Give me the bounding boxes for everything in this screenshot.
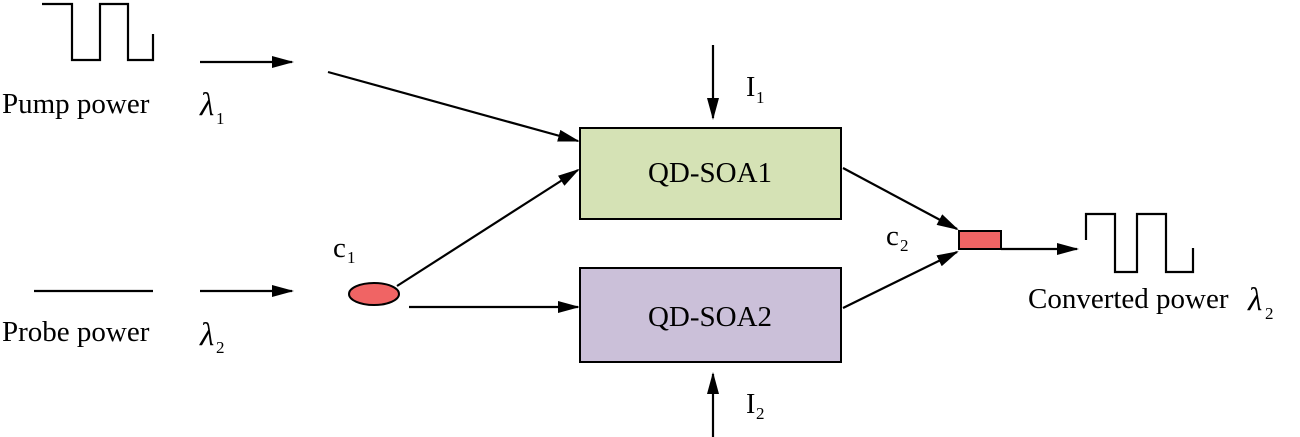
pump-lambda-subscript: 1 [216,109,225,128]
probe-lambda-subscript: 2 [216,338,225,357]
converted-pulse-waveform [1084,212,1195,274]
coupler-c1 [348,282,400,306]
converted-lambda-symbol: λ [1247,282,1262,318]
coupler-c1-label: c [333,232,346,264]
soa2-to-c2-arrow [842,251,959,309]
qd-soa1-box [579,127,842,220]
coupler-c2-subscript: 2 [900,236,909,255]
probe-lambda-symbol: λ [199,317,214,353]
pump-pulse-waveform [42,2,155,62]
soa1-to-c2-arrow [842,167,959,230]
converted-power-label: Converted power [1028,283,1229,315]
current-i1-subscript: 1 [756,88,765,107]
coupler-c1-subscript: 1 [347,248,356,267]
pump-lambda-symbol: λ [199,87,214,123]
current-i2-subscript: 2 [756,404,765,423]
coupler-c2 [958,230,1002,250]
converted-lambda-subscript: 2 [1265,304,1274,323]
c1-to-soa1-arrow [396,168,580,287]
pump-to-soa1-arrow [327,70,580,143]
probe-power-label: Probe power [2,316,150,348]
current-i2-label: I [746,389,755,420]
current-i1-label: I [746,72,755,103]
qd-soa2-box [579,267,842,363]
pump-power-label: Pump power [2,88,150,120]
qd-soa2-label: QD-SOA2 [648,301,772,333]
coupler-c2-label: c [886,220,899,252]
qd-soa1-label: QD-SOA1 [648,157,772,189]
